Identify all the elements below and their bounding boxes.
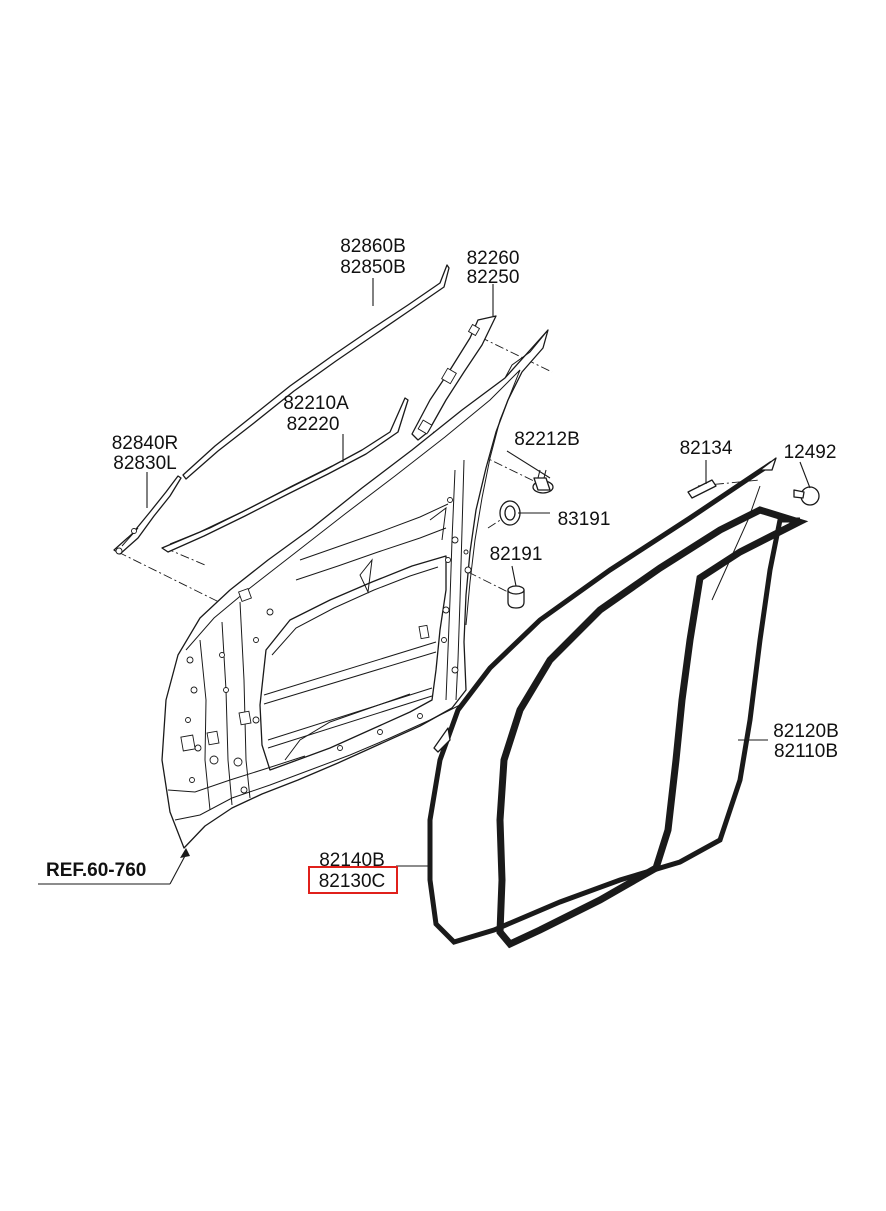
part-12492-clip[interactable] (793, 486, 820, 506)
part-82134-tape[interactable] (687, 479, 717, 499)
callout-82140B: 82140B (319, 850, 385, 871)
part-82120B-door-seal[interactable] (496, 485, 809, 949)
part-82860B-molding[interactable] (182, 264, 450, 480)
callout-82110B: 82110B (774, 741, 838, 762)
part-82210A-weatherstrip[interactable] (161, 397, 409, 553)
leader-lines (38, 278, 811, 885)
callout-82220: 82220 (287, 414, 340, 435)
highlight-box-82130C (308, 866, 398, 894)
callout-82212B: 82212B (514, 429, 580, 450)
door-inner-panel[interactable] (161, 329, 549, 849)
callout-12492: 12492 (784, 442, 837, 463)
reference-label: REF.60-760 (46, 860, 146, 881)
panel-holes (180, 497, 472, 794)
callout-82840R: 82840R (112, 433, 179, 454)
callout-82191: 82191 (490, 544, 543, 565)
callout-82130C: 82130C (319, 871, 386, 892)
part-82840R-trim[interactable] (113, 475, 182, 555)
callout-82860B: 82860B (340, 236, 406, 257)
callout-82210A: 82210A (283, 393, 349, 414)
callout-82250: 82250 (467, 267, 520, 288)
callout-82830L: 82830L (113, 453, 176, 474)
part-82260-garnish[interactable] (411, 315, 497, 441)
callout-82260: 82260 (467, 248, 520, 269)
callout-82134: 82134 (680, 438, 733, 459)
callout-82120B: 82120B (773, 721, 839, 742)
callout-82850B: 82850B (340, 257, 406, 278)
part-82140B-body-seal[interactable] (427, 457, 800, 945)
part-82191-bumper[interactable] (507, 585, 525, 609)
part-83191-grommet[interactable] (499, 500, 521, 526)
callout-83191: 83191 (558, 509, 611, 530)
